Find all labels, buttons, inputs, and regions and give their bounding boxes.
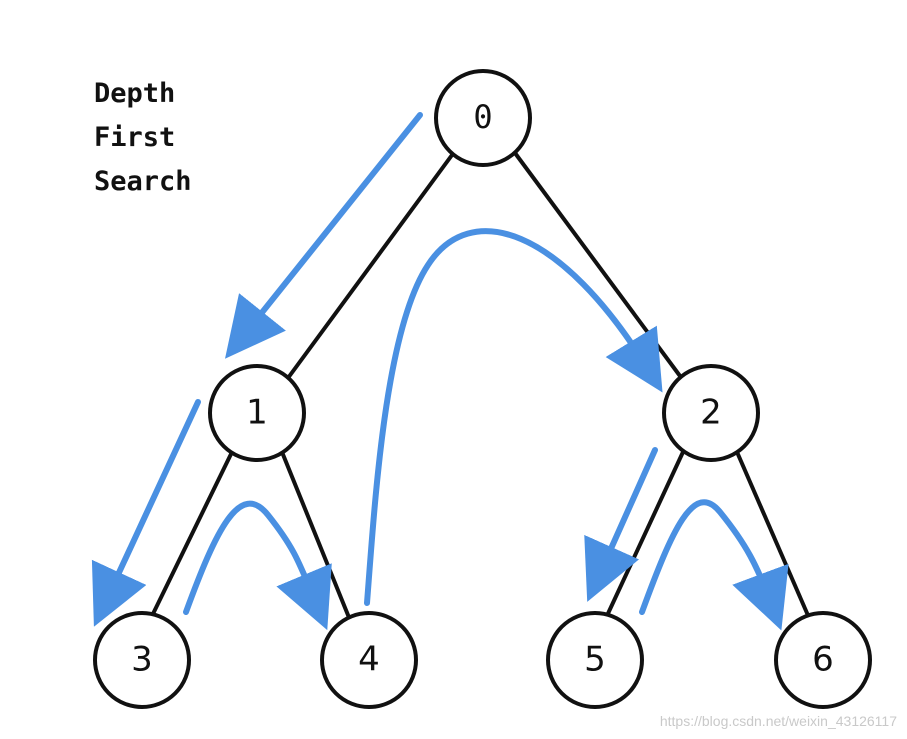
- watermark-url: https://blog.csdn.net/weixin_43126117: [659, 713, 897, 729]
- node-3: 3: [93, 611, 191, 709]
- node-label-1: 1: [246, 393, 268, 433]
- title-line-2: First: [94, 122, 176, 153]
- node-label-4: 4: [358, 640, 380, 680]
- node-circle: [208, 364, 306, 462]
- arrow-5-to-6: [639, 499, 789, 631]
- node-circle: [434, 69, 532, 167]
- arrow-0-to-1: [225, 112, 423, 359]
- node-circle: [320, 611, 418, 709]
- node-2: 2: [662, 364, 760, 462]
- traversal-arrows: [91, 112, 789, 631]
- node-5: 5: [546, 611, 644, 709]
- node-label-2: 2: [700, 393, 722, 433]
- node-label-0: 0: [473, 98, 492, 136]
- edge-1-4: [280, 451, 352, 621]
- node-label-6: 6: [812, 640, 834, 680]
- title-line-3: Search: [94, 166, 192, 197]
- arrow-1-to-3: [91, 399, 201, 627]
- title-line-1: Depth: [94, 78, 176, 109]
- edge-0-1: [286, 153, 454, 380]
- node-circle: [662, 364, 760, 462]
- edge-1-3: [148, 451, 234, 621]
- node-circle: [93, 611, 191, 709]
- node-label-3: 3: [131, 640, 153, 680]
- edge-2-6: [735, 451, 812, 621]
- node-label-5: 5: [584, 640, 606, 680]
- node-0: 0: [434, 69, 532, 167]
- arrow-3-to-4: [183, 500, 332, 631]
- node-circle: [546, 611, 644, 709]
- node-4: 4: [320, 611, 418, 709]
- arrow-2-to-5: [584, 447, 658, 602]
- arrow-4-to-2: [364, 228, 663, 606]
- node-circle: [774, 611, 872, 709]
- node-6: 6: [774, 611, 872, 709]
- edge-0-2: [513, 151, 682, 378]
- diagram-title: Depth First Search: [94, 72, 192, 204]
- node-1: 1: [208, 364, 306, 462]
